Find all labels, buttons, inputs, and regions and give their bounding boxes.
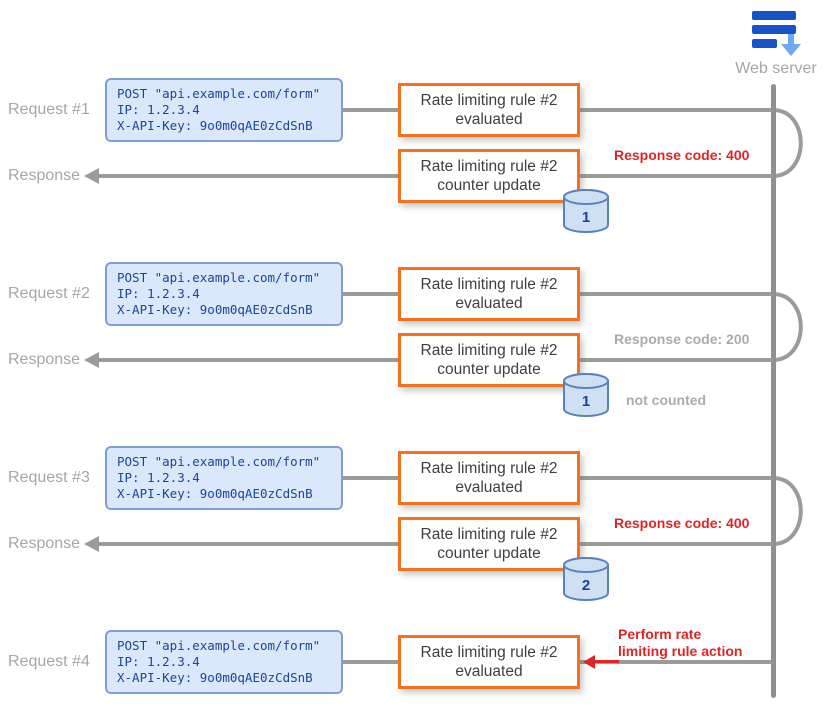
- actor-label: Web server: [735, 60, 817, 77]
- rule-evaluated-box: Rate limiting rule #2 evaluated: [398, 267, 580, 321]
- rule-evaluated-box: Rate limiting rule #2 evaluated: [398, 83, 580, 137]
- response-label: Response: [8, 535, 81, 552]
- rule-evaluated-line2: evaluated: [455, 663, 523, 680]
- rule-action-line2: limiting rule action: [618, 643, 743, 659]
- action-arrowhead-icon: [583, 655, 595, 669]
- processing-arc-3: [771, 476, 803, 546]
- counter-update-box: Rate limiting rule #2 counter update: [398, 517, 580, 571]
- request-payload-box: POST "api.example.com/form" IP: 1.2.3.4 …: [105, 78, 343, 142]
- rule-evaluated-line1: Rate limiting rule #2: [420, 276, 558, 293]
- counter-update-line2: counter update: [437, 361, 541, 378]
- rule-evaluated-line2: evaluated: [455, 111, 523, 128]
- payload-ip: IP: 1.2.3.4: [117, 470, 200, 485]
- web-server-icon: [748, 5, 802, 64]
- rule-evaluated-line2: evaluated: [455, 295, 523, 312]
- counter-value: 2: [582, 577, 590, 594]
- counter-update-line1: Rate limiting rule #2: [420, 158, 558, 175]
- payload-ip: IP: 1.2.3.4: [117, 286, 200, 301]
- counter-value: 1: [582, 393, 590, 410]
- payload-ip: IP: 1.2.3.4: [117, 102, 200, 117]
- response-code-note: Response code: 200: [614, 331, 750, 347]
- lifeline: [771, 84, 776, 698]
- request-payload-box: POST "api.example.com/form" IP: 1.2.3.4 …: [105, 630, 343, 694]
- payload-method: POST "api.example.com/form": [117, 454, 321, 469]
- response-arrowhead-icon: [84, 352, 99, 368]
- response-label: Response: [8, 167, 81, 184]
- counter-database-icon: 2: [560, 556, 612, 607]
- rule-evaluated-line1: Rate limiting rule #2: [420, 92, 558, 109]
- payload-api-key: X-API-Key: 9o0m0qAE0zCdSnB: [117, 118, 313, 133]
- request-payload-box: POST "api.example.com/form" IP: 1.2.3.4 …: [105, 262, 343, 326]
- request-label: Request #3: [8, 469, 90, 486]
- processing-arc-1: [771, 108, 803, 178]
- rule-evaluated-line1: Rate limiting rule #2: [420, 460, 558, 477]
- counter-database-icon: 1: [560, 188, 612, 239]
- response-label: Response: [8, 351, 81, 368]
- response-code-note: Response code: 400: [614, 147, 750, 163]
- counter-update-line2: counter update: [437, 545, 541, 562]
- payload-api-key: X-API-Key: 9o0m0qAE0zCdSnB: [117, 670, 313, 685]
- counter-update-line1: Rate limiting rule #2: [420, 526, 558, 543]
- payload-api-key: X-API-Key: 9o0m0qAE0zCdSnB: [117, 302, 313, 317]
- payload-method: POST "api.example.com/form": [117, 638, 321, 653]
- counter-update-line1: Rate limiting rule #2: [420, 342, 558, 359]
- response-code-note: Response code: 400: [614, 515, 750, 531]
- request-payload-box: POST "api.example.com/form" IP: 1.2.3.4 …: [105, 446, 343, 510]
- not-counted-note: not counted: [626, 392, 707, 408]
- rule-evaluated-line2: evaluated: [455, 479, 523, 496]
- payload-ip: IP: 1.2.3.4: [117, 654, 200, 669]
- counter-database-icon: 1: [560, 372, 612, 423]
- request-label: Request #2: [8, 285, 90, 302]
- payload-method: POST "api.example.com/form": [117, 270, 321, 285]
- counter-update-box: Rate limiting rule #2 counter update: [398, 333, 580, 387]
- response-arrowhead-icon: [84, 536, 99, 552]
- payload-method: POST "api.example.com/form": [117, 86, 321, 101]
- rule-action-line1: Perform rate: [618, 626, 702, 642]
- counter-update-line2: counter update: [437, 177, 541, 194]
- counter-value: 1: [582, 209, 590, 226]
- rule-action-note: Perform rate limiting rule action: [618, 626, 742, 660]
- response-arrowhead-icon: [84, 168, 99, 184]
- rule-evaluated-line1: Rate limiting rule #2: [420, 644, 558, 661]
- request-label: Request #1: [8, 101, 90, 118]
- rule-evaluated-box: Rate limiting rule #2 evaluated: [398, 635, 580, 689]
- processing-arc-2: [771, 292, 803, 362]
- payload-api-key: X-API-Key: 9o0m0qAE0zCdSnB: [117, 486, 313, 501]
- rule-evaluated-box: Rate limiting rule #2 evaluated: [398, 451, 580, 505]
- request-label: Request #4: [8, 653, 90, 670]
- counter-update-box: Rate limiting rule #2 counter update: [398, 149, 580, 203]
- action-arrow-line: [595, 660, 619, 663]
